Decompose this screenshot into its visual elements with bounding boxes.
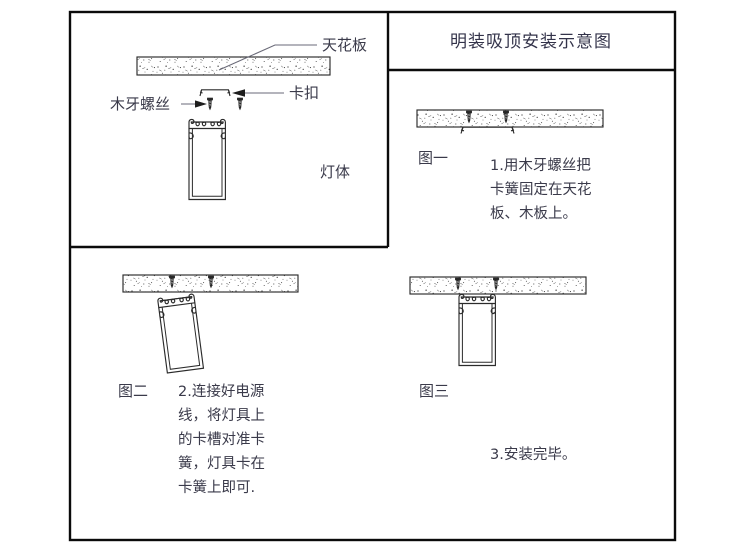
callout-screw-label: 木牙螺丝 — [110, 95, 170, 113]
step1-line-3: 板、木板上。 — [490, 204, 577, 222]
step2-text-block: 2.连接好电源 线，将灯具上 的卡槽对准卡 簧，灯具卡在 卡簧上即可. — [178, 383, 265, 496]
callout-lamp-body-label: 灯体 — [320, 163, 350, 181]
step2-line-5: 卡簧上即可. — [178, 479, 255, 496]
panel-step-3: 图三 3.安装完毕。 — [409, 276, 587, 463]
step1-line-1: 1.用木牙螺丝把 — [490, 157, 591, 174]
step2-line-1: 2.连接好电源 — [178, 383, 265, 400]
callout-ceiling-label: 天花板 — [322, 36, 367, 54]
screw-leader — [181, 100, 207, 108]
step1-figure-label: 图一 — [418, 149, 448, 167]
step3-figure-label: 图三 — [419, 382, 449, 400]
step3-line-1: 3.安装完毕。 — [490, 446, 576, 463]
panel-step-1: 图一 1.用木牙螺丝把 卡簧固定在天花 板、木板上。 — [416, 109, 604, 222]
step1-text-block: 1.用木牙螺丝把 卡簧固定在天花 板、木板上。 — [490, 157, 592, 222]
step3-lamp-body — [458, 293, 496, 367]
panel-parts-overview: 天花板 卡扣 木牙螺丝 — [110, 36, 367, 201]
step2-line-2: 线，将灯具上 — [178, 407, 265, 424]
callout-clip-label: 卡扣 — [289, 84, 319, 102]
panel-step-2: 图二 2.连接好电源 线，将灯具上 的卡槽对准卡 簧，灯具卡在 卡簧上即可. — [118, 274, 299, 496]
step3-ceiling-slab — [409, 276, 587, 295]
step3-text-block: 3.安装完毕。 — [490, 446, 576, 463]
ceiling-leader-line — [218, 44, 317, 71]
step2-line-4: 簧，灯具卡在 — [178, 455, 265, 472]
outer-frame — [68, 10, 677, 542]
ceiling-slab — [136, 56, 331, 76]
step1-line-2: 卡簧固定在天花 — [490, 181, 592, 198]
step1-ceiling-slab — [416, 109, 604, 128]
step1-spring-clip — [460, 126, 515, 134]
lamp-body-section — [188, 118, 226, 201]
clip-leader — [232, 89, 284, 97]
step2-figure-label: 图二 — [118, 382, 148, 400]
step2-lamp-body — [157, 293, 205, 374]
step2-line-3: 的卡槽对准卡 — [178, 431, 265, 448]
diagram-title: 明装吸顶安装示意图 — [450, 32, 612, 52]
